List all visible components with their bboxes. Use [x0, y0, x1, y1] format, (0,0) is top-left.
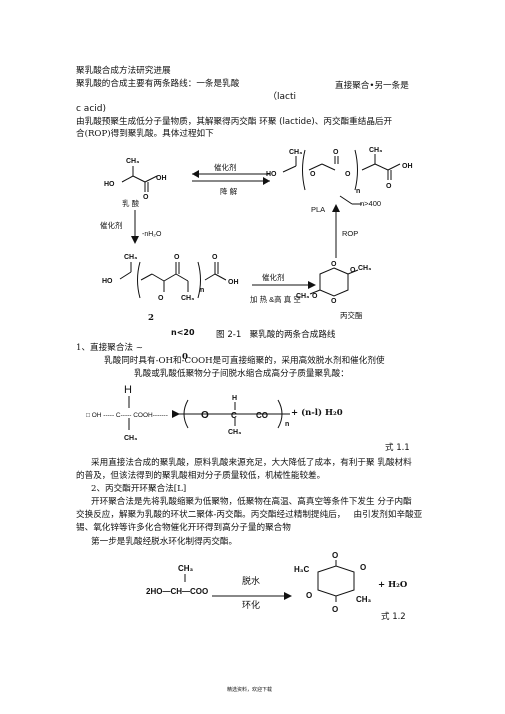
footer-note: 精选资料，欢迎下载 [227, 687, 273, 693]
svg-text:H: H [232, 395, 237, 402]
svg-text:C: C [231, 411, 237, 420]
eq1-left: □ OH ----- C----- COOH------- [86, 412, 168, 419]
svg-text:O: O [360, 563, 366, 572]
eq1-h: H [124, 384, 132, 396]
svg-text:O: O [312, 293, 318, 300]
eq2-cond-dehydrate: 脱水 [242, 575, 260, 586]
svg-text:CH₃: CH₃ [181, 295, 194, 302]
svg-text:OH: OH [156, 175, 167, 182]
svg-text:O: O [174, 254, 180, 261]
para2-line-2: 的普及，但该法得到的聚乳酸相对分子质量较低，机械性能较差。 [76, 471, 326, 481]
figure-caption: 图 2-1 聚乳酸的两条合成路线 [216, 330, 336, 340]
svg-text:HO: HO [104, 181, 115, 188]
svg-text:CH₃: CH₃ [356, 595, 372, 604]
label-minus-water: -nH₂O [142, 231, 162, 238]
section-1-p2: 乳酸或乳酸低聚物分子间脱水缩合成高分子质量聚乳酸： [134, 369, 349, 379]
svg-text:CO: CO [256, 411, 268, 420]
atom-ch3: CH₃ [126, 158, 139, 165]
svg-text:CH₃: CH₃ [358, 265, 371, 272]
svg-text:O: O [386, 183, 392, 190]
svg-text:n: n [285, 421, 289, 428]
svg-text:O: O [310, 171, 316, 178]
label-heat-vacuum: 加 热 &高 真 空 [250, 294, 301, 304]
section-2-p2: 交换反应，解聚为乳酸的环状二聚体-丙交酯。丙交酯经过精制提纯后， 由引发剂如辛酸… [76, 510, 423, 520]
eq2-label: 式 1.2 [381, 612, 406, 622]
doc-title: 聚乳酸合成方法研究进展 [76, 66, 171, 76]
svg-text:O: O [333, 149, 339, 156]
svg-text:CH₃: CH₃ [296, 293, 309, 300]
eq2-plus-water: + H₂O [378, 580, 408, 590]
svg-text:O: O [306, 591, 312, 600]
eq2-ch3: CH₃ [178, 564, 194, 573]
section-2-heading: 2、丙交酯开环聚合法[L] [91, 484, 187, 494]
fig-zero: 0 [182, 352, 188, 362]
eq2-cond-cyclize: 环化 [242, 599, 260, 610]
svg-text:CH₃: CH₃ [289, 149, 302, 156]
svg-text:O: O [201, 410, 209, 421]
label-catalyst-left: 催化剂 [100, 220, 123, 230]
equation-1-2: CH₃ 2HO—CH—COO H₃C CH₃ O O O O 脱水 环化 [146, 551, 372, 614]
fig-n-label: 2 [148, 313, 154, 323]
svg-text:n: n [356, 188, 360, 195]
section-1-heading: 1、直接聚合法 ~ [76, 343, 143, 353]
section-2-p3: 锡、氧化锌等许多化合物催化开环得到高分子量的聚合物 [76, 523, 291, 533]
svg-text:CH₃: CH₃ [228, 429, 241, 436]
svg-text:HO: HO [102, 278, 113, 285]
svg-text:HO: HO [266, 171, 277, 178]
svg-text:O: O [350, 267, 356, 274]
svg-text:OH: OH [228, 279, 239, 286]
synthesis-route-figure: CH₃ HO OH O CH₃ HO O O O n CH₃ O OH CH₃ … [100, 147, 413, 320]
label-catalyst-top: 催化剂 [214, 162, 237, 172]
intro-line-3: 由乳酸预聚生成低分子量物质，其解聚得丙交酯 环聚 (lactide)、丙交酯重结… [76, 117, 393, 127]
intro-cacid: c acid) [76, 104, 106, 114]
svg-text:OH: OH [402, 163, 413, 170]
svg-text:O: O [158, 295, 164, 302]
label-rop: ROP [342, 229, 358, 238]
equation-1-1: H □ OH ----- C----- COOH------- CH₃ O C … [86, 384, 290, 442]
para2-line-1: 采用直接法合成的聚乳酸，原料乳酸来源充足，大大降低了成本，有利于聚 乳酸材料 [91, 458, 412, 468]
svg-text:O: O [143, 194, 149, 201]
section-1-p1: 乳酸同时具有-OH和-COOH是可直接缩聚的，采用高效脱水剂和催化剂使 [104, 356, 385, 366]
section-2-p1: 开环聚合法是先将乳酸缩聚为低聚物，低聚物在高温、高真空等条件下发生 分子内酯 [91, 497, 412, 507]
section-2-p4: 第一步是乳酸经脱水环化制得丙交酯。 [91, 537, 238, 547]
label-lactic-acid: 乳 酸 [122, 198, 140, 208]
svg-text:CH₃: CH₃ [369, 147, 382, 154]
svg-text:H₃C: H₃C [294, 565, 309, 574]
eq1-label: 式 1.1 [385, 443, 410, 453]
eq1-byproduct: + (n-l) H₂0 [291, 408, 343, 418]
intro-line-4: 合(ROP)得到聚乳酸。具体过程如下 [76, 129, 214, 139]
intro-line-1: 聚乳酸的合成主要有两条路线：一条是乳酸 [76, 79, 240, 89]
svg-text:O: O [332, 551, 338, 560]
svg-text:CH₃: CH₃ [124, 254, 137, 261]
fig-n20: n<20 [171, 328, 195, 337]
intro-line-1-right: 直接聚合•另一条是 [335, 81, 409, 91]
label-n400: n>400 [360, 199, 381, 208]
intro-lacti: （lacti [268, 92, 296, 102]
eq1-ch3: CH₃ [124, 435, 137, 442]
label-lactide: 丙交酯 [340, 310, 363, 320]
label-depolymerize: 降 解 [220, 186, 238, 196]
eq2-left: 2HO—CH—COO [146, 587, 208, 596]
svg-text:O: O [345, 171, 351, 178]
svg-text:O: O [332, 605, 338, 614]
label-catalyst-mid: 催化剂 [262, 272, 285, 282]
label-pla: PLA [311, 205, 325, 214]
svg-text:O: O [331, 261, 337, 268]
svg-text:n: n [200, 287, 204, 294]
svg-text:O: O [212, 254, 218, 261]
svg-text:O: O [331, 298, 337, 305]
